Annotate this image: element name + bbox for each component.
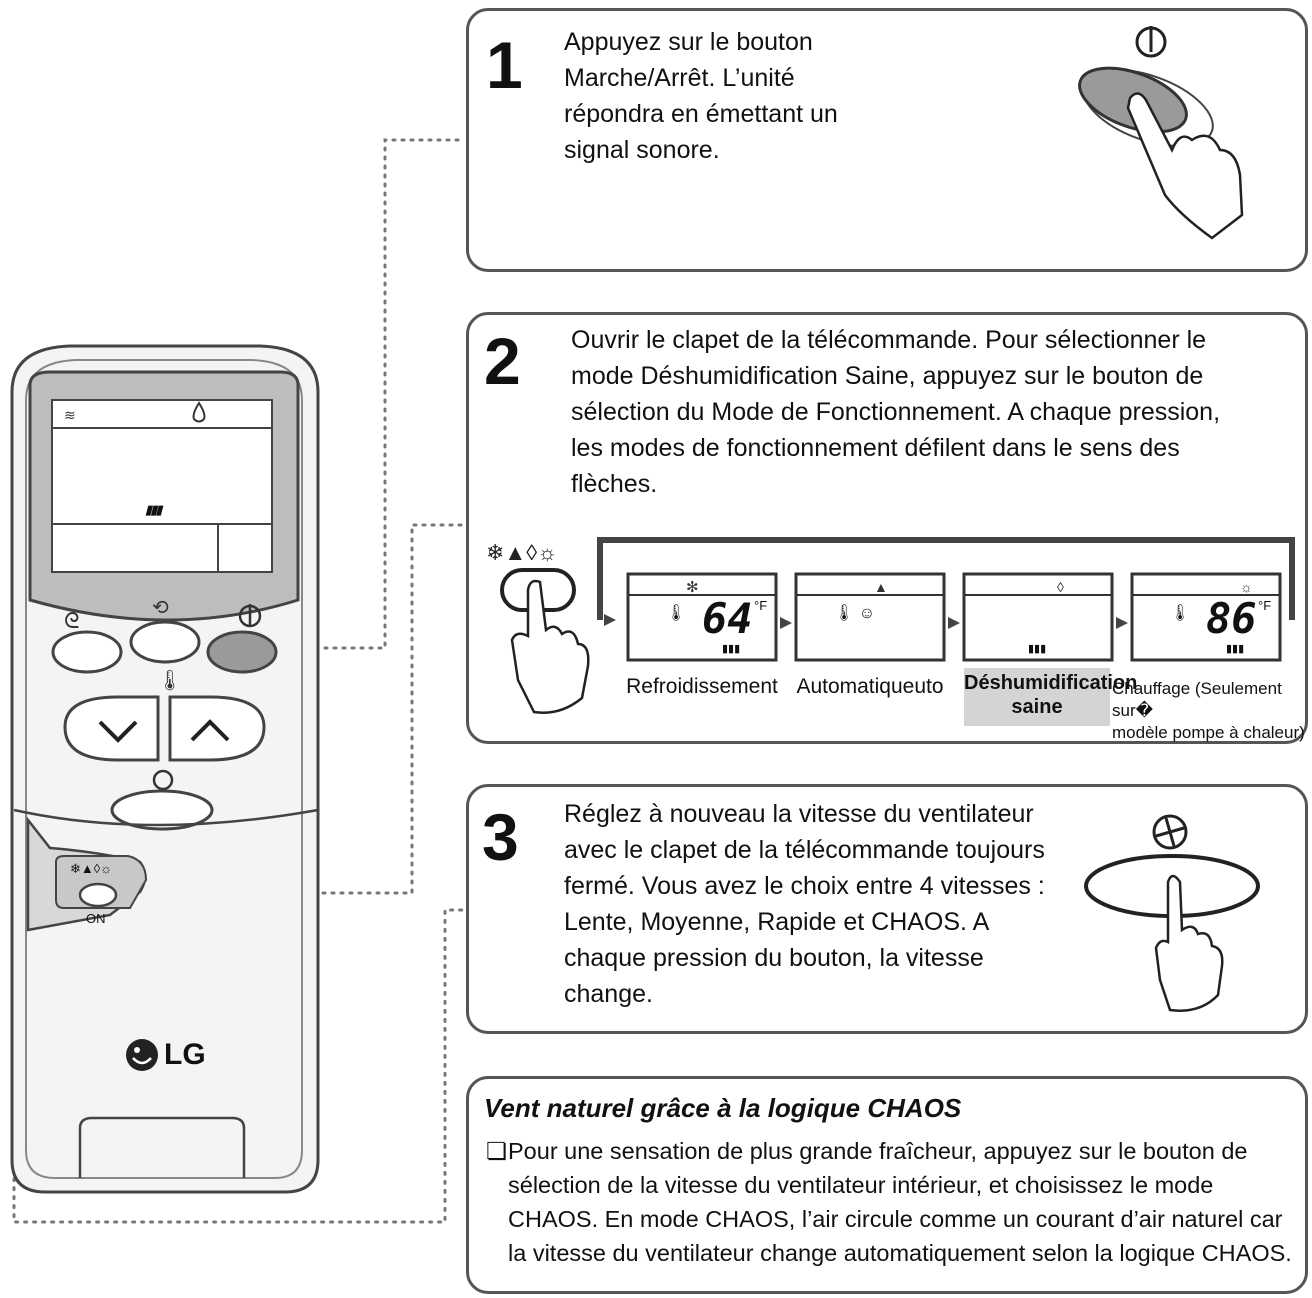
fan-icon <box>152 769 174 791</box>
remote-brand: LG <box>164 1038 206 1071</box>
temp-cycle-icon: ⟲ <box>152 597 169 619</box>
chaos-line-1: Pour une sensation de plus grande fraîch… <box>508 1138 1248 1164</box>
temp-down-button <box>63 695 160 762</box>
remote-flap <box>13 808 319 827</box>
lcd-heating-bars: ▮▮▮ <box>1226 643 1245 655</box>
chaos-panel <box>466 1076 1308 1294</box>
remote-flap-on-label: ON <box>86 911 106 926</box>
step-2-text: Ouvrir le clapet de la télécommande. Pou… <box>571 326 1221 498</box>
swing-icon: ᘓ <box>64 608 80 633</box>
chaos-line-2: sélection de la vitesse du ventilateur i… <box>508 1172 1214 1198</box>
mode-label-heating: Chauffage (Seulement sur� modèle pompe à… <box>1112 679 1305 742</box>
step-3-text: Réglez à nouveau la vitesse du ventilate… <box>564 800 1045 1008</box>
lcd-cooling-bars: ▮▮▮ <box>722 643 741 655</box>
lcd-heating-unit: °F <box>1258 598 1272 613</box>
remote-fan-button <box>110 789 214 831</box>
mode-label-auto: Automatiqueuto <box>796 675 944 698</box>
chaos-line-4: la vitesse du ventilateur change automat… <box>508 1240 1292 1266</box>
step-2-number: 2 <box>484 324 521 398</box>
lg-logo-icon <box>126 1039 158 1071</box>
lcd-heating-thermo-icon: 🌡 <box>1170 605 1191 622</box>
chaos-title: Vent naturel grâce à la logique CHAOS <box>484 1093 962 1123</box>
chaos-bullet-icon: ❏ <box>486 1138 508 1164</box>
chevron-down-icon <box>98 720 138 743</box>
lcd-cooling-temp: 64 <box>702 594 753 643</box>
thermometer-icon: 🌡 <box>157 670 182 692</box>
chevron-up-icon <box>190 719 230 742</box>
connector-power <box>260 138 464 650</box>
lcd-dehumidify-bars: ▮▮▮ <box>1028 643 1047 655</box>
step-1-text: Appuyez sur le bouton Marche/Arrêt. L’un… <box>564 28 838 164</box>
step-2-panel <box>466 312 1308 744</box>
lcd-cooling-unit: °F <box>754 598 768 613</box>
drop-icon <box>192 401 206 423</box>
temp-mode-button <box>129 620 201 664</box>
mode-label-cooling: Refroidissement <box>626 675 778 698</box>
swing-button <box>51 630 123 674</box>
remote-lcd <box>51 399 273 573</box>
chaos-text: ❏ Pour une sensation de plus grande fraî… <box>486 1134 1298 1270</box>
battery-cover <box>78 1116 246 1178</box>
mode-label-dehumidify: Déshumidification saine <box>964 672 1138 718</box>
remote-mode-icons: ❄▲◊☼ <box>70 861 113 876</box>
step-1-number: 1 <box>486 28 523 102</box>
remote-power-button <box>206 630 278 674</box>
lcd-auto-thermo-icon: 🌡 ☺ <box>834 605 876 622</box>
lcd-cooling-thermo-icon: 🌡 <box>666 605 687 622</box>
lcd-heating-temp: 86 <box>1206 594 1257 643</box>
step-3-number: 3 <box>482 800 519 874</box>
chaos-line-3: CHAOS. En mode CHAOS, l’air circule comm… <box>508 1206 1283 1232</box>
remote-mode-button <box>78 882 118 908</box>
wifi-icon: ≋ <box>64 407 76 423</box>
